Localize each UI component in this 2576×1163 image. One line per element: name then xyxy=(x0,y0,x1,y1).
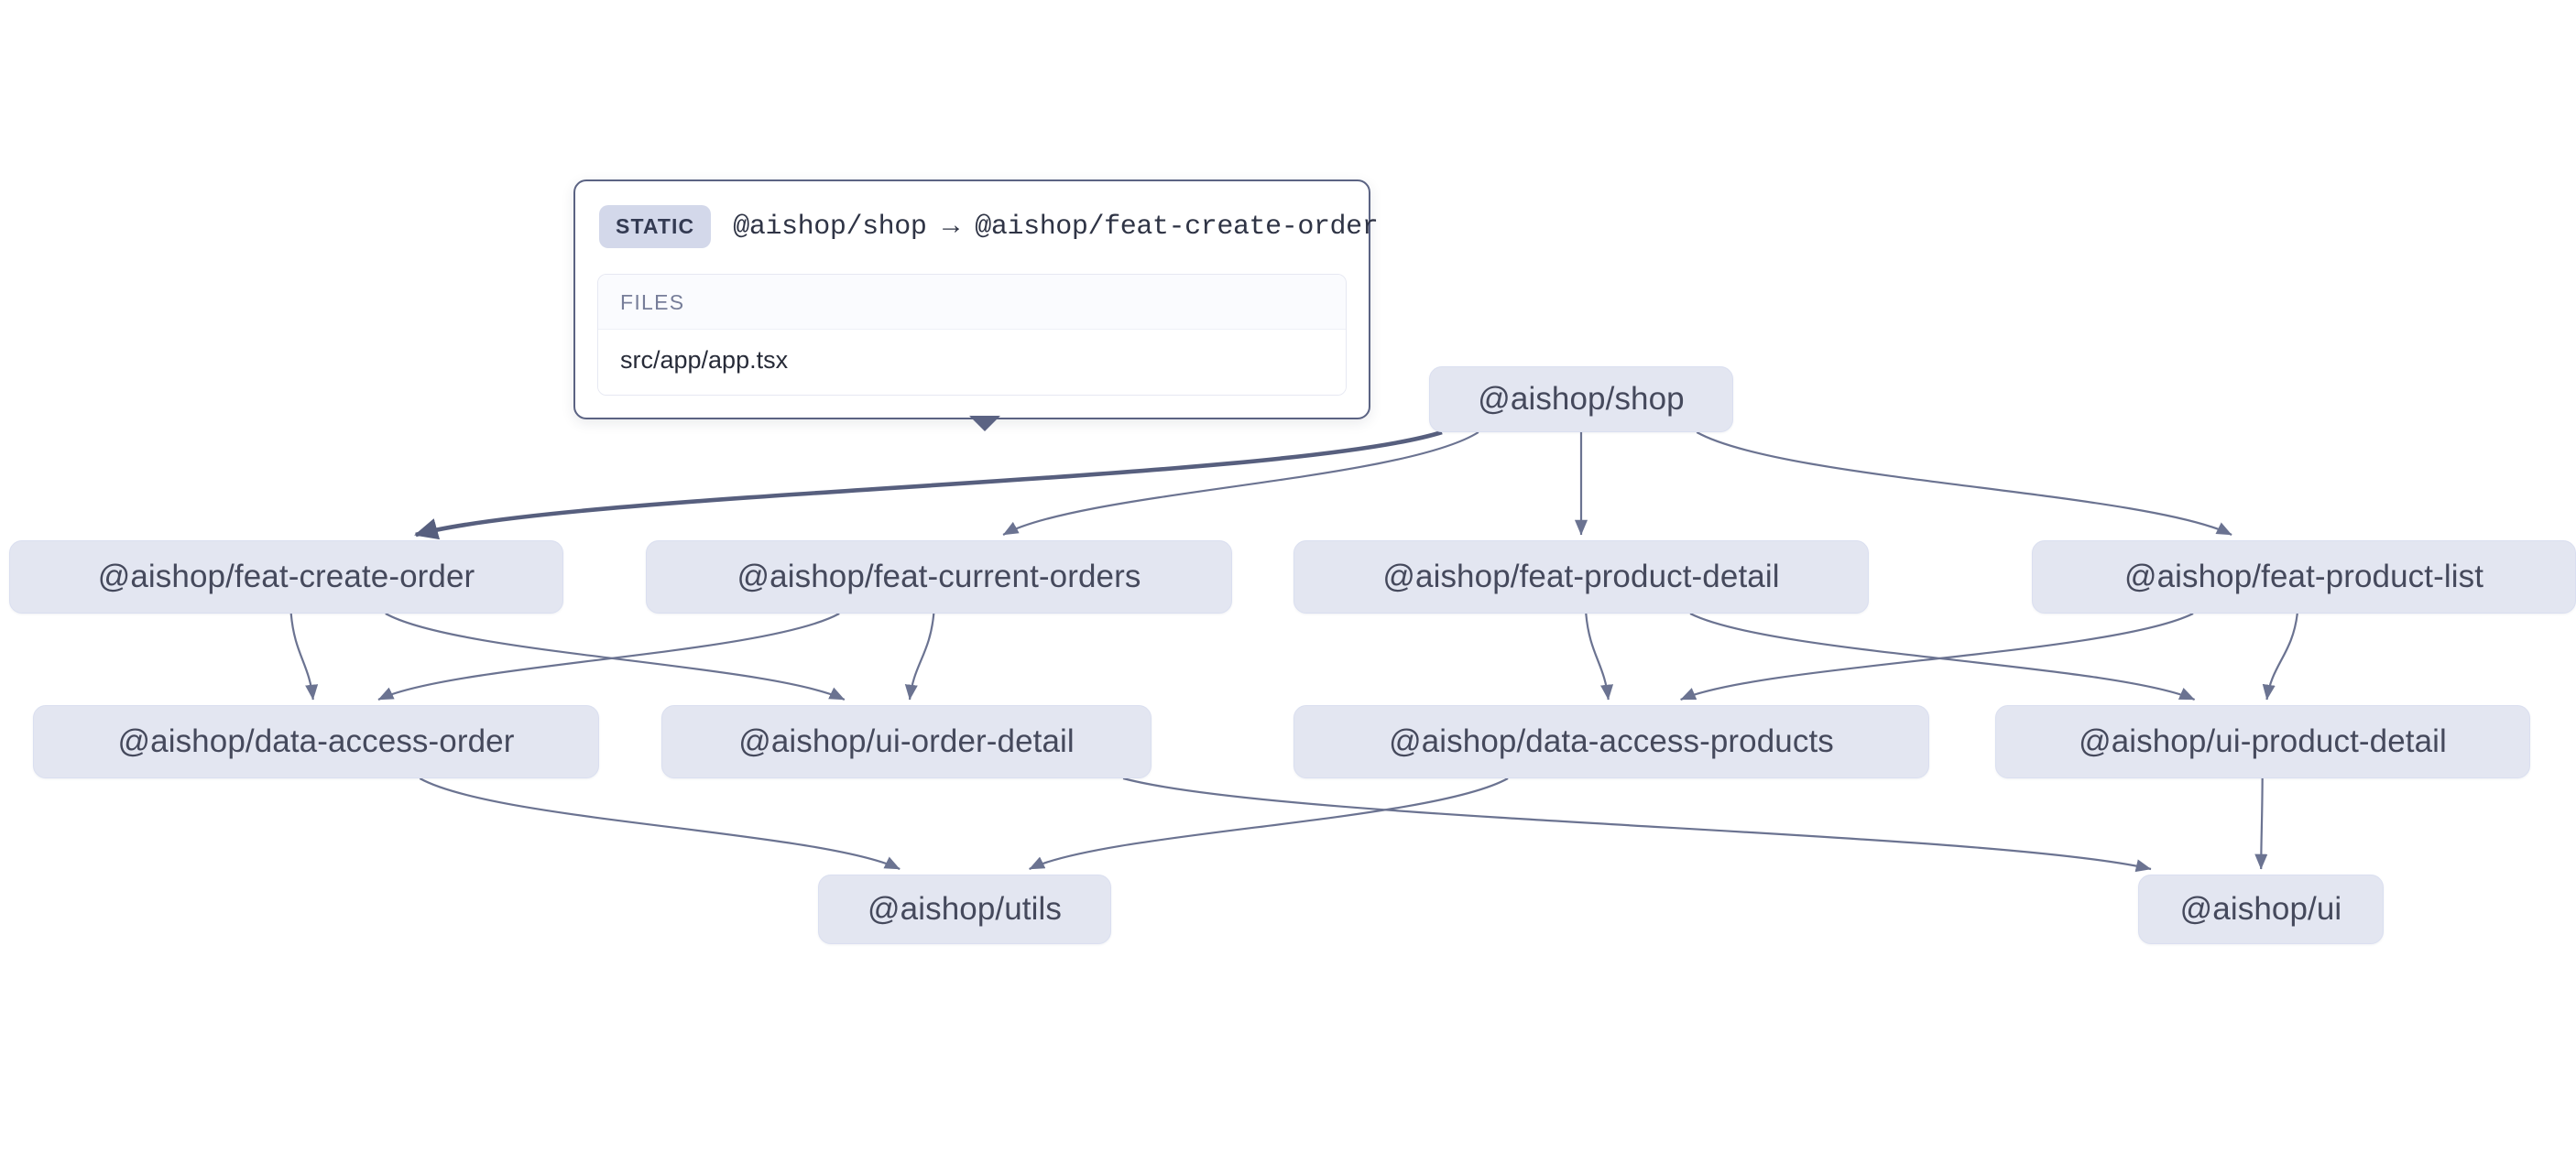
graph-node-ui-product-detail[interactable]: @aishop/ui-product-detail xyxy=(1995,705,2530,778)
graph-edge-data-access-order-to-utils[interactable] xyxy=(419,777,901,870)
graph-edge-feat-create-order-to-data-access-order[interactable] xyxy=(289,613,319,701)
graph-node-feat-product-list[interactable]: @aishop/feat-product-list xyxy=(2032,540,2576,614)
graph-node-label: @aishop/ui-product-detail xyxy=(2079,723,2447,759)
graph-edge-feat-current-orders-to-data-access-order[interactable] xyxy=(377,613,840,701)
graph-node-utils[interactable]: @aishop/utils xyxy=(818,875,1111,944)
graph-edge-shop-to-feat-current-orders[interactable] xyxy=(1002,431,1479,536)
edge-tooltip[interactable]: STATIC @aishop/shop → @aishop/feat-creat… xyxy=(573,179,1379,431)
graph-edge-ui-order-detail-to-ui[interactable] xyxy=(1122,777,2152,873)
files-panel: FILES src/app/app.tsx xyxy=(597,274,1347,396)
graph-edge-feat-product-list-to-ui-product-detail[interactable] xyxy=(2262,613,2298,701)
graph-node-label: @aishop/utils xyxy=(868,891,1062,927)
graph-node-label: @aishop/feat-create-order xyxy=(97,559,475,594)
graph-node-label: @aishop/data-access-products xyxy=(1389,723,1834,759)
edge-type-badge: STATIC xyxy=(599,205,712,248)
graph-node-label: @aishop/feat-product-list xyxy=(2123,559,2484,594)
graph-edge-feat-product-detail-to-ui-product-detail[interactable] xyxy=(1689,613,2196,701)
graph-node-feat-product-detail[interactable]: @aishop/feat-product-detail xyxy=(1293,540,1869,614)
graph-node-data-access-order[interactable]: @aishop/data-access-order xyxy=(33,705,599,778)
graph-edge-shop-to-feat-product-list[interactable] xyxy=(1696,431,2232,536)
graph-node-label: @aishop/data-access-order xyxy=(117,723,515,759)
graph-edge-feat-create-order-to-ui-order-detail[interactable] xyxy=(385,613,846,701)
edge-title: @aishop/shop → @aishop/feat-create-order xyxy=(733,211,1379,243)
graph-edge-shop-to-feat-create-order[interactable] xyxy=(414,429,1443,540)
graph-node-ui-order-detail[interactable]: @aishop/ui-order-detail xyxy=(661,705,1152,778)
graph-node-data-access-products[interactable]: @aishop/data-access-products xyxy=(1293,705,1929,778)
graph-node-label: @aishop/feat-current-orders xyxy=(737,559,1141,594)
graph-node-label: @aishop/feat-product-detail xyxy=(1382,559,1780,594)
graph-edge-feat-current-orders-to-ui-order-detail[interactable] xyxy=(904,613,935,701)
graph-node-shop[interactable]: @aishop/shop xyxy=(1429,366,1733,432)
graph-node-ui[interactable]: @aishop/ui xyxy=(2138,875,2384,944)
graph-node-feat-create-order[interactable]: @aishop/feat-create-order xyxy=(9,540,563,614)
tooltip-header: STATIC @aishop/shop → @aishop/feat-creat… xyxy=(597,201,1379,254)
graph-edge-ui-product-detail-to-ui[interactable] xyxy=(2254,777,2268,870)
graph-node-label: @aishop/shop xyxy=(1478,381,1685,417)
files-panel-header: FILES xyxy=(598,275,1346,330)
graph-edge-feat-product-list-to-data-access-products[interactable] xyxy=(1680,613,2194,701)
graph-node-feat-current-orders[interactable]: @aishop/feat-current-orders xyxy=(646,540,1232,614)
graph-node-label: @aishop/ui-order-detail xyxy=(738,723,1075,759)
files-list: src/app/app.tsx xyxy=(598,330,1346,395)
graph-node-label: @aishop/ui xyxy=(2179,891,2342,927)
graph-edge-data-access-products-to-utils[interactable] xyxy=(1029,777,1509,870)
graph-edge-feat-product-detail-to-data-access-products[interactable] xyxy=(1585,613,1614,701)
tooltip-pointer-arrow xyxy=(969,416,1000,431)
file-row[interactable]: src/app/app.tsx xyxy=(598,330,1346,395)
